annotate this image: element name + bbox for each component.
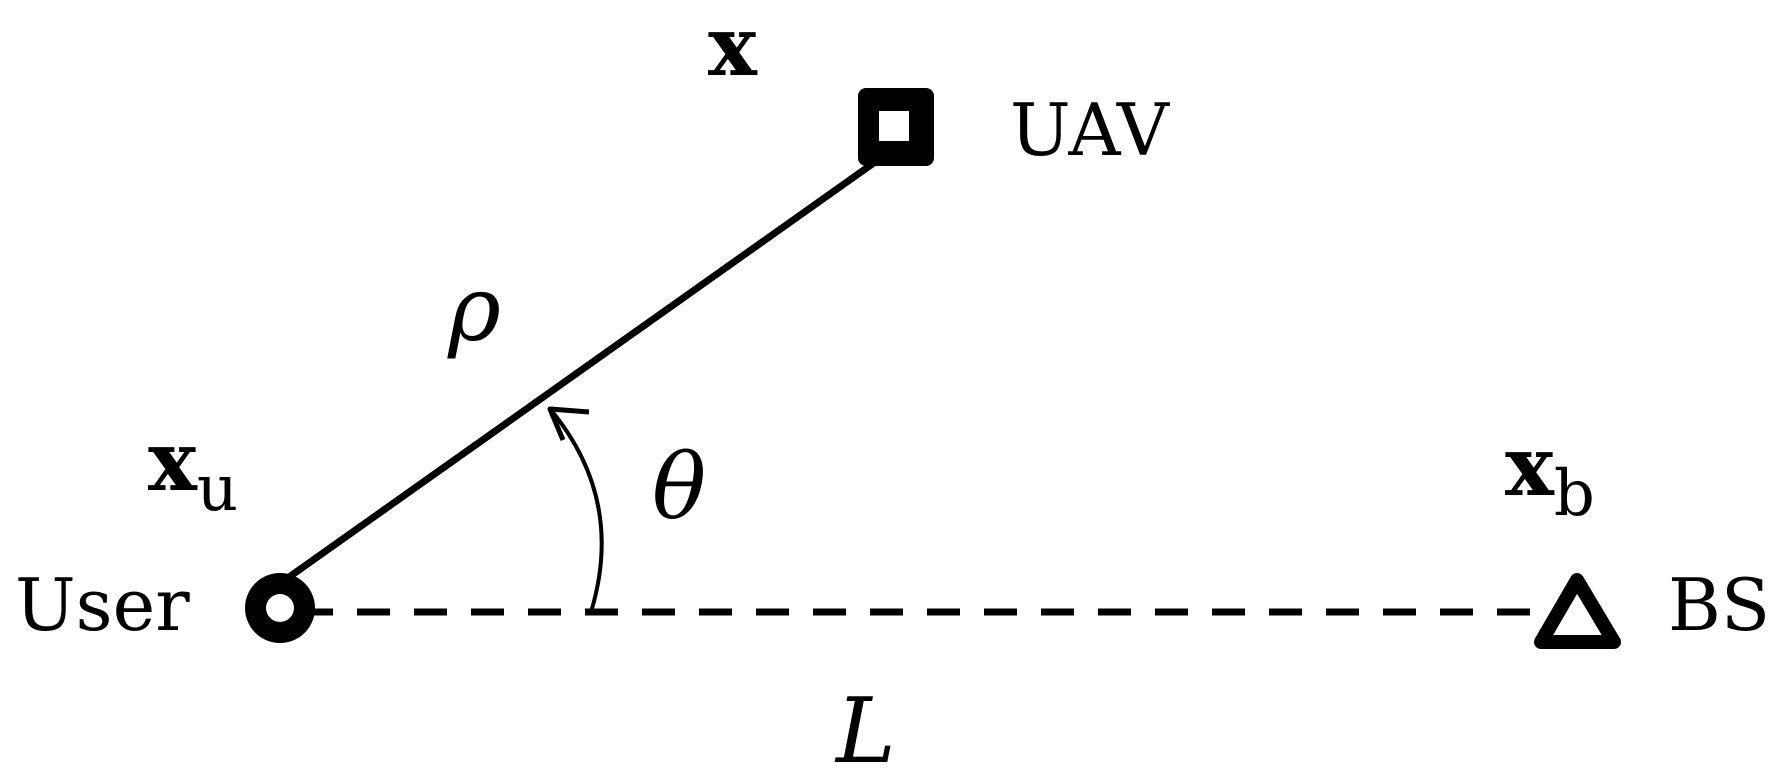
baseline-length-label: L [834,679,896,779]
uav-node [858,88,934,166]
distance-label: ρ [447,257,501,362]
angle-arrowhead [547,406,590,441]
bs-position-label: xb [1505,419,1595,531]
bs-node [1534,573,1621,649]
user-label: User [15,563,190,647]
bs-node-marker [1534,573,1621,649]
user-uav-link [271,151,889,591]
uav-label: UAV [1010,88,1171,172]
bs-label: BS [1668,563,1770,647]
angle-label: θ [652,435,706,540]
uav-position-label: x [708,0,758,95]
angle-arc [549,408,604,613]
user-position-label: xu [148,414,238,526]
user-node [245,573,315,643]
